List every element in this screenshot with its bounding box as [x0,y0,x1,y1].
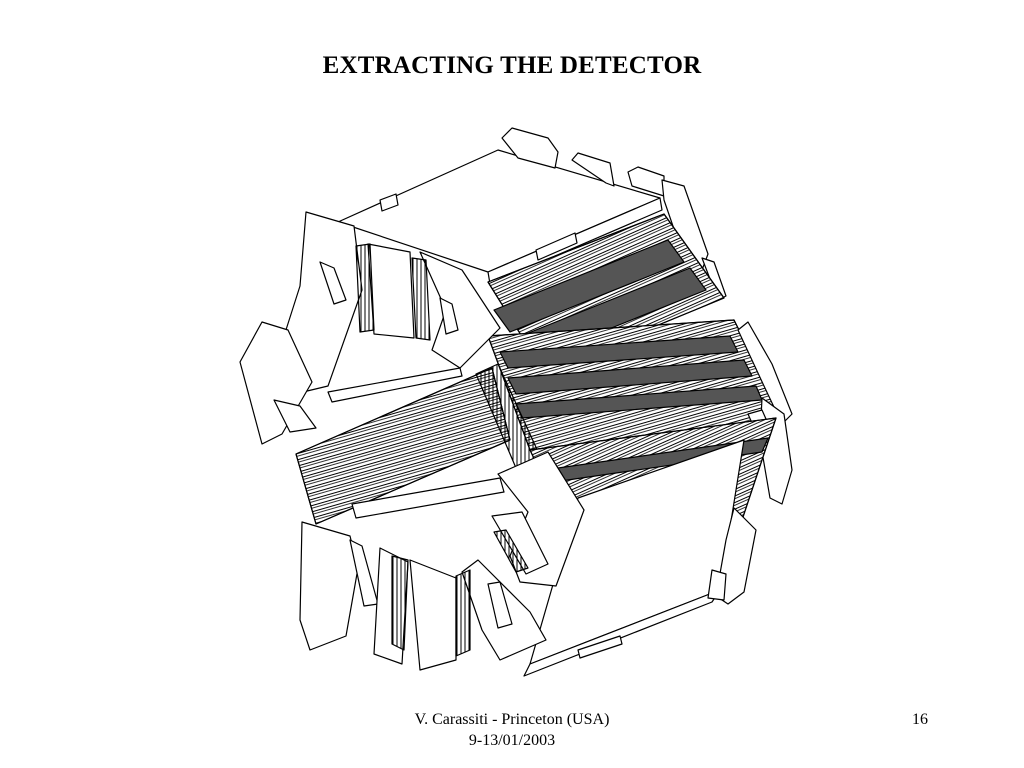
bottom-right-plate [524,440,744,676]
footer-date: 9-13/01/2003 [468,732,556,749]
top-plate [338,150,662,284]
top-right-frame [502,128,726,300]
lower-left-frame [300,478,546,670]
right-ladder-bundle [488,320,784,450]
left-ladder-bundle [296,364,540,524]
footer-author: V. Carassiti - Princeton (USA) [414,711,610,728]
page-number: 16 [912,711,928,728]
footer-credit: V. Carassiti - Princeton (USA) 9-13/01/2… [362,709,662,751]
center-lower-frame [492,452,584,586]
slide-title: EXTRACTING THE DETECTOR [322,52,702,79]
upper-left-frame [240,212,500,444]
bottom-right-frame [708,508,756,604]
